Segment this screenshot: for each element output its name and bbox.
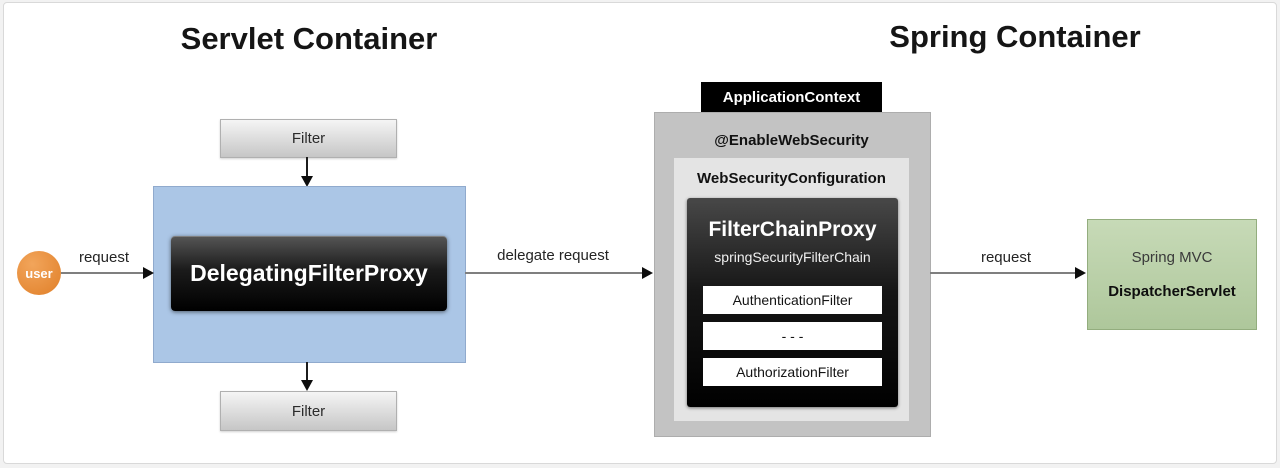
enable-web-security-label: @EnableWebSecurity [714, 132, 869, 149]
spring-container-title: Spring Container [889, 19, 1141, 54]
request-in-label: request [78, 249, 130, 266]
arrow-line-context-to-mvc [930, 272, 1076, 274]
spring-mvc-label: Spring MVC [1131, 249, 1213, 266]
diagram-canvas: Servlet Container Spring Container Filte… [3, 2, 1277, 464]
arrowhead-down-icon [301, 176, 313, 187]
arrowhead-right-icon [143, 267, 154, 279]
authorization-filter-row: AuthorizationFilter [703, 358, 882, 386]
security-filter-list: AuthenticationFilter - - - Authorization… [687, 286, 898, 386]
arrowhead-right-icon [1075, 267, 1086, 279]
arrowhead-right-icon [642, 267, 653, 279]
authentication-filter-row: AuthenticationFilter [703, 286, 882, 314]
dispatcher-servlet-label: DispatcherServlet [1108, 283, 1236, 300]
filter-bottom-box: Filter [220, 391, 397, 431]
arrow-line-user-to-proxy [61, 272, 145, 274]
delegating-filter-proxy-box: DelegatingFilterProxy [171, 236, 447, 311]
arrow-line-filter-top-to-proxy [306, 157, 308, 177]
filter-top-box: Filter [220, 119, 397, 158]
request-out-label: request [980, 249, 1032, 266]
spring-mvc-box: Spring MVC DispatcherServlet [1087, 219, 1257, 330]
web-security-configuration-label: WebSecurityConfiguration [697, 170, 886, 187]
application-context-tag: ApplicationContext [701, 82, 882, 112]
ellipsis-filter-row: - - - [703, 322, 882, 350]
arrowhead-down-icon [301, 380, 313, 391]
arrow-line-proxy-to-filter-bottom [306, 362, 308, 381]
filter-chain-proxy-title: FilterChainProxy [708, 218, 877, 241]
user-avatar: user [17, 251, 61, 295]
delegate-request-label: delegate request [497, 247, 609, 264]
arrow-line-proxy-to-context [465, 272, 643, 274]
spring-security-filter-chain-label: springSecurityFilterChain [714, 249, 871, 265]
servlet-container-title: Servlet Container [180, 21, 438, 56]
filter-chain-proxy-box: FilterChainProxy springSecurityFilterCha… [687, 198, 898, 407]
